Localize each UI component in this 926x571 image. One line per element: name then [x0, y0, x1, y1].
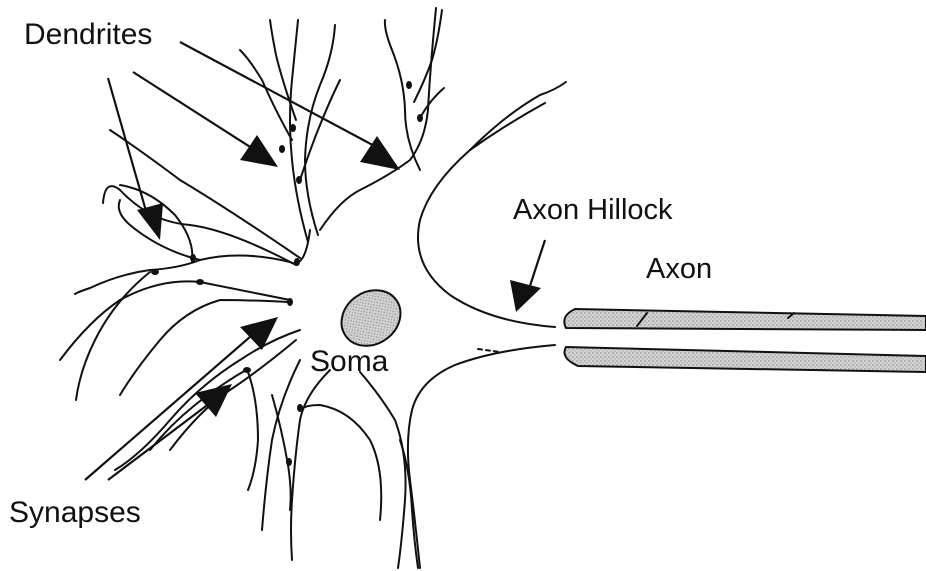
- synapse-knob: [243, 367, 251, 373]
- dendrite-bottom-left-2: [300, 405, 381, 520]
- synapse-knob: [279, 145, 285, 153]
- dendrite-top-curl: [300, 80, 340, 180]
- pointer-arrows: [85, 42, 545, 480]
- synapses-arrow-1-head: [240, 317, 278, 350]
- synapse-knob: [294, 258, 300, 266]
- dendrite-left-upper-arc: [110, 130, 300, 258]
- dendrite-bottom-arch-3: [360, 372, 406, 568]
- synapse-knob: [290, 124, 296, 132]
- dendrite-top-right-branch: [385, 20, 420, 170]
- synapse-knob: [296, 176, 302, 184]
- axon-label: Axon: [646, 255, 712, 284]
- axon-hillock-label: Axon Hillock: [513, 196, 673, 225]
- dendrite-top-left-branch: [240, 50, 292, 140]
- dendrites-label: Dendrites: [24, 20, 152, 50]
- synapse-knob: [417, 114, 423, 122]
- dendrite-bottom-left-4: [272, 395, 291, 510]
- dendrite-bottom-arch-2: [291, 370, 330, 560]
- dendrite-right-curl: [420, 88, 444, 118]
- synapses-arrow-2-line: [108, 400, 214, 480]
- soma-lower-edge: [408, 345, 555, 568]
- soma-label: Soma: [310, 347, 388, 377]
- dendrite-top-right-fork: [414, 10, 442, 102]
- axon-shape: [564, 309, 926, 372]
- synapse-knob: [151, 269, 159, 275]
- axon-upper-sheath: [564, 309, 926, 330]
- dendrites-arrow-1-line: [108, 78, 150, 225]
- synapse-knob: [190, 254, 196, 262]
- axon-hillock-arrow-head: [510, 280, 541, 312]
- axon-lower-sheath: [565, 347, 926, 372]
- dendrite-left-lower-2: [170, 340, 296, 450]
- synapses-arrow-1-line: [85, 330, 258, 480]
- soma-outline: [60, 8, 566, 568]
- dendrites-arrow-3-line: [180, 42, 382, 150]
- dendrite-left-mid: [60, 281, 290, 360]
- synapse-knob: [196, 279, 204, 285]
- dendrites-arrow-2-head: [240, 135, 278, 167]
- synapse-knob: [297, 404, 303, 412]
- synapse-knob: [287, 298, 293, 306]
- synapse-knob: [406, 81, 412, 89]
- dendrites-arrow-2-line: [133, 72, 258, 152]
- dendrite-trunk-top-left-inner: [305, 25, 335, 235]
- dendrite-bottom-arch: [262, 360, 300, 530]
- synapse-knob: [286, 458, 292, 466]
- dendrite-bottom-left-3: [248, 372, 258, 490]
- soma-dash: [478, 349, 500, 352]
- synapses-label: Synapses: [9, 498, 141, 528]
